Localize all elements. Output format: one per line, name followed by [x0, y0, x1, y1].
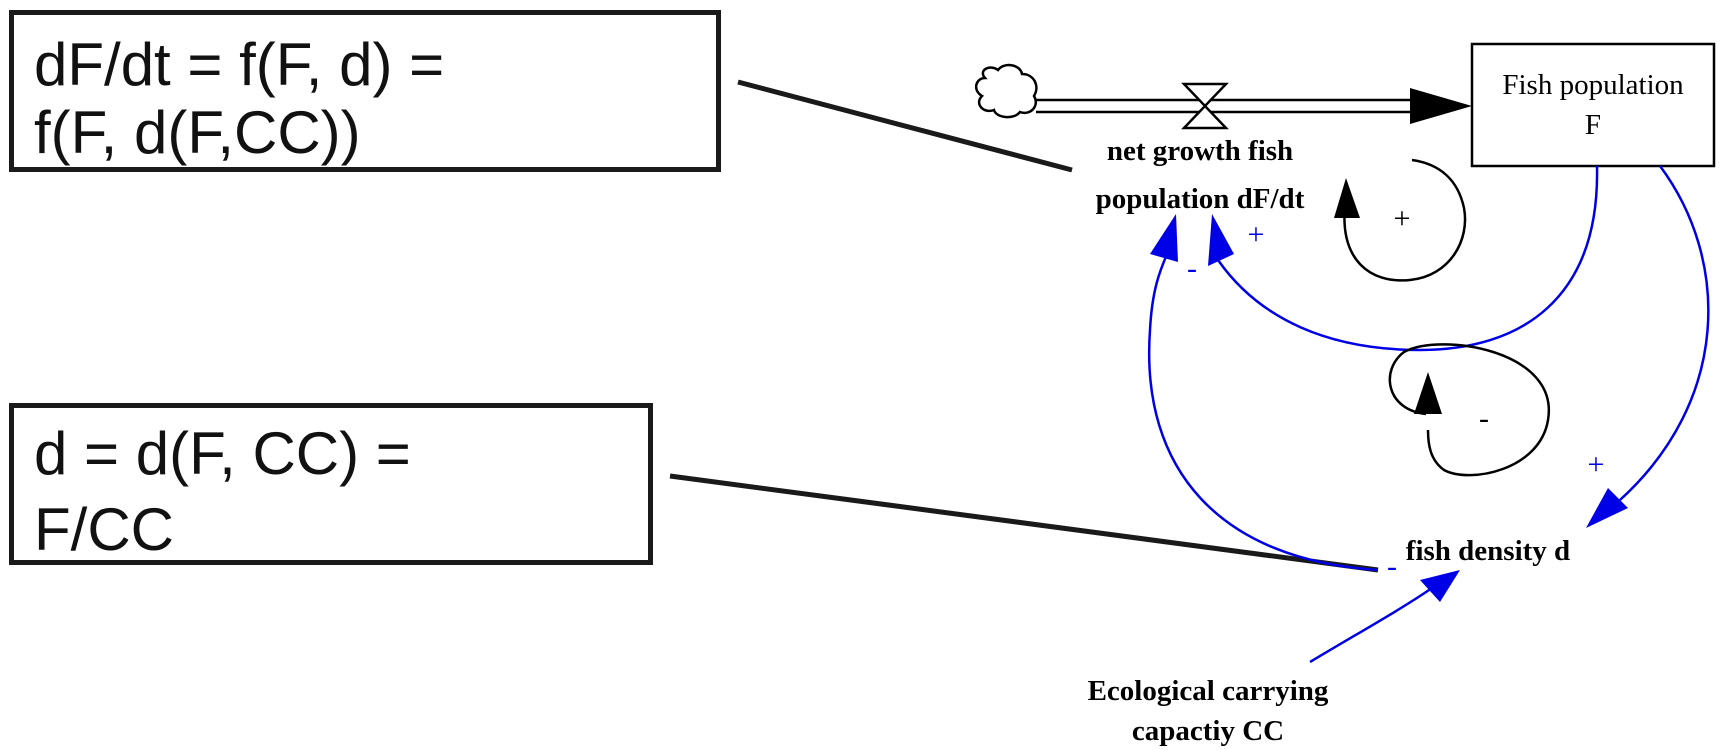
density-equation-box: d = d(F, CC) = F/CC: [9, 403, 653, 565]
cloud-source-icon: [974, 63, 1038, 119]
polarity-stock-to-density: +: [1588, 448, 1605, 481]
flow-label-line2: population dF/dt: [1096, 183, 1305, 215]
flow-valve-icon-lower: [1181, 104, 1229, 130]
link-density-to-flow: [1147, 251, 1379, 572]
link-stock-to-density: [1619, 165, 1710, 501]
polarity-loop-balancing: -: [1479, 402, 1489, 435]
link-stock-to-density-arrowhead: [1586, 488, 1628, 528]
polarity-loop-reinforcing: +: [1394, 202, 1411, 235]
growth-callout-connector: [737, 79, 1073, 173]
link-cc-to-density: [1309, 586, 1433, 664]
polarity-cc-to-density: -: [1387, 550, 1397, 583]
link-density-to-flow-arrowhead: [1150, 214, 1178, 262]
polarity-stock-to-flow: +: [1248, 218, 1265, 251]
polarity-density-to-flow: -: [1187, 252, 1197, 285]
density-callout-connector: [669, 473, 1379, 573]
density-label: fish density d: [1406, 535, 1570, 567]
loop-reinforcing-arrowhead: [1334, 178, 1360, 218]
stock-label-line2: F: [1585, 109, 1601, 141]
link-cc-to-density-arrowhead: [1420, 570, 1460, 602]
density-equation-line2: F/CC: [34, 496, 174, 563]
link-stock-to-flow: [1216, 165, 1599, 352]
growth-equation-line2: f(F, d(F,CC)): [34, 99, 361, 166]
loop-balancing-indicator: [1388, 343, 1551, 477]
loop-balancing-arrowhead: [1414, 372, 1442, 414]
density-equation-line1: d = d(F, CC) =: [34, 420, 411, 487]
stock-label-line1: Fish population: [1502, 69, 1684, 101]
flow-valve-icon: [1181, 82, 1229, 108]
carrying-label-line2: capactiy CC: [1132, 715, 1284, 747]
carrying-label-line1: Ecological carrying: [1088, 675, 1329, 707]
flow-label-line1: net growth fish: [1107, 135, 1293, 167]
link-stock-to-flow-arrowhead: [1208, 214, 1234, 266]
growth-equation-box: dF/dt = f(F, d) = f(F, d(F,CC)): [9, 10, 721, 172]
growth-equation-line1: dF/dt = f(F, d) =: [34, 31, 445, 98]
flow-arrowhead: [1410, 88, 1472, 124]
stock-box: [1470, 42, 1716, 168]
loop-reinforcing-indicator: [1343, 158, 1467, 282]
